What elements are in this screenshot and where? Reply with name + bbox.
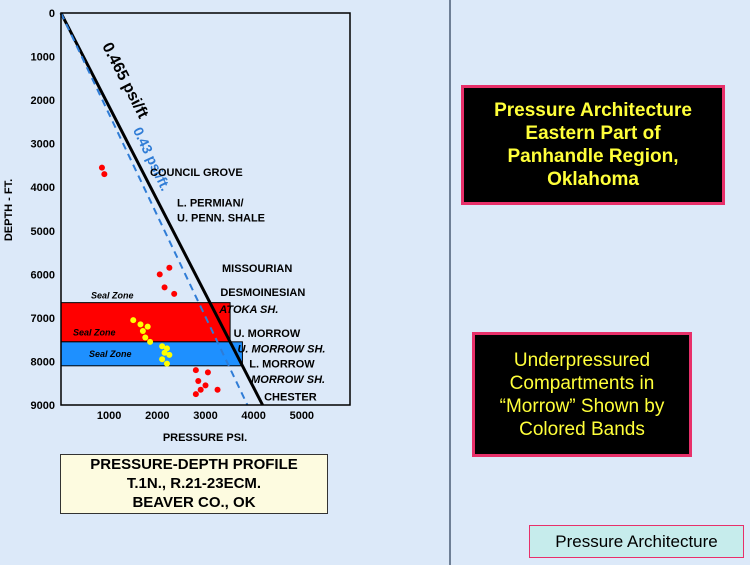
y-tick-label: 9000: [31, 400, 55, 412]
note-line-1: Underpressured: [513, 349, 651, 371]
y-tick-label: 2000: [31, 95, 55, 107]
seal-zone-label: Seal Zone: [89, 349, 132, 359]
note-line-2: Compartments in: [509, 372, 655, 394]
gradient-line-1: [59, 12, 264, 406]
data-points: [98, 164, 221, 398]
formation-label: MORROW SH.: [251, 374, 325, 386]
data-point: [197, 386, 204, 393]
data-point: [204, 369, 211, 376]
data-point: [192, 391, 199, 398]
y-tick-label: 3000: [31, 139, 55, 151]
note-box: Underpressured Compartments in “Morrow” …: [472, 332, 692, 457]
formation-labels: COUNCIL GROVE L. PERMIAN/U. PENN. SHALE MI…: [150, 167, 325, 403]
plot-frame: [60, 12, 351, 406]
title-line-3: Panhandle Region,: [507, 146, 679, 167]
y-tick-label: 1000: [31, 52, 55, 64]
data-point: [161, 349, 168, 356]
gradient-line-2: [60, 12, 249, 406]
formation-label: U. MORROW SH.: [237, 343, 325, 355]
data-point: [166, 351, 173, 358]
note-line-4: Colored Bands: [519, 418, 645, 440]
formation-label: COUNCIL GROVE: [150, 167, 243, 179]
formation-label: CHESTER: [264, 391, 317, 403]
formation-label: L. MORROW: [249, 359, 315, 371]
formation-label: U. MORROW: [234, 328, 301, 340]
title-line-4: Oklahoma: [547, 169, 639, 190]
y-tick-labels: 0 1000 2000 3000 4000 5000 6000 7000 8000 9000: [31, 8, 55, 412]
data-point: [130, 317, 137, 324]
data-point: [161, 284, 168, 291]
title-box: Pressure Architecture Eastern Part of Pa…: [461, 85, 725, 205]
data-point: [144, 323, 151, 330]
chart-caption: PRESSURE-DEPTH PROFILE T.1N., R.21-23ECM…: [60, 454, 328, 514]
data-point: [214, 386, 221, 393]
data-point: [159, 356, 166, 363]
x-tick-label: 2000: [145, 410, 169, 422]
title-line-1: Pressure Architecture: [494, 100, 692, 121]
data-point: [192, 367, 199, 374]
x-axis-label: PRESSURE PSI.: [163, 432, 247, 444]
note-line-3: “Morrow” Shown by: [499, 395, 665, 417]
x-tick-label: 1000: [97, 410, 121, 422]
data-point: [195, 378, 202, 385]
slide-divider: [449, 0, 451, 565]
x-tick-label: 4000: [241, 410, 265, 422]
data-point: [202, 382, 209, 389]
formation-label: ATOKA SH.: [218, 304, 278, 316]
seal-zone-label: Seal Zone: [73, 327, 116, 337]
caption-line-1: PRESSURE-DEPTH PROFILE: [90, 456, 298, 473]
y-tick-label: 6000: [31, 269, 55, 281]
data-point: [166, 264, 173, 271]
data-point: [147, 338, 154, 345]
y-tick-label: 5000: [31, 226, 55, 238]
x-tick-label: 5000: [290, 410, 314, 422]
data-point: [98, 164, 105, 171]
y-tick-label: 7000: [31, 313, 55, 325]
y-tick-label: 0: [49, 8, 55, 20]
formation-label: U. PENN. SHALE: [177, 213, 265, 225]
data-point: [159, 343, 166, 350]
formation-label: L. PERMIAN/: [177, 197, 244, 209]
data-point: [142, 334, 149, 341]
data-point: [156, 271, 163, 278]
formation-label: MISSOURIAN: [222, 263, 292, 275]
caption-line-2: T.1N., R.21-23ECM.: [126, 475, 262, 492]
gradient-line-label: 0.465 psi/ft: [98, 40, 151, 122]
y-tick-label: 8000: [31, 356, 55, 368]
y-axis-label: DEPTH - FT.: [3, 179, 15, 241]
x-tick-labels: 1000 2000 3000 4000 5000: [97, 410, 314, 422]
formation-label: DESMOINESIAN: [220, 287, 305, 299]
title-line-2: Eastern Part of: [525, 123, 661, 144]
x-tick-label: 3000: [193, 410, 217, 422]
caption-line-3: BEAVER CO., OK: [132, 494, 256, 511]
data-point: [137, 321, 144, 328]
seal-zone-label: Seal Zone: [91, 291, 134, 301]
data-point: [101, 171, 108, 178]
footer-tag: Pressure Architecture: [529, 525, 744, 558]
data-point: [171, 290, 178, 297]
data-point: [139, 327, 146, 334]
y-tick-label: 4000: [31, 182, 55, 194]
data-point: [163, 360, 170, 367]
